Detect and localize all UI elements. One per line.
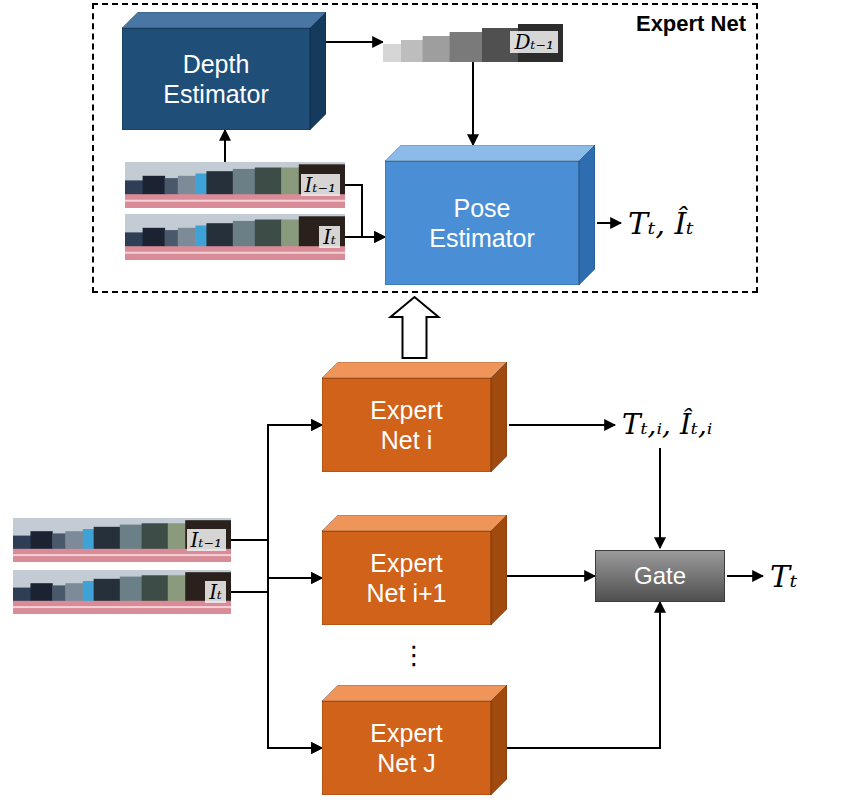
input-frame: Iₜ (13, 570, 231, 614)
connector (326, 41, 383, 43)
gate-box: Gate (595, 550, 725, 602)
connector (231, 540, 322, 578)
box-label: Depth Estimator (136, 49, 296, 109)
box-label: Expert Net J (351, 718, 463, 778)
frame-label-wrap: Dₜ₋₁ (510, 22, 558, 62)
input-frame: Iₜ₋₁ (13, 518, 231, 562)
connector (231, 592, 322, 748)
input-frame: Iₜ (125, 214, 345, 260)
label-wrap: ⋮ (401, 641, 427, 670)
frame-label-wrap: Iₜ (319, 214, 340, 260)
expert-box: Expert Net i+1 (322, 515, 507, 625)
output-arrow (597, 222, 621, 224)
box-label: Expert Net i+1 (351, 548, 463, 608)
expert-net-container: Expert NetDepth Estimator Dₜ₋₁ Iₜ₋₁ Iₜ Pose … (92, 3, 758, 293)
box-label: Expert Net i (351, 395, 463, 455)
container-title: Expert Net (636, 11, 746, 37)
pose-estimator-box: Pose Estimator (385, 145, 595, 285)
box-face: Expert Net i (322, 378, 491, 472)
frame-label: Iₜ₋₁ (301, 174, 340, 196)
expert-box: Expert Net J (322, 685, 507, 795)
frame-label-wrap: Iₜ (205, 570, 226, 614)
frame-label: Iₜ (205, 581, 226, 603)
output-label: Tₜ, Îₜ (628, 207, 694, 240)
connector (231, 425, 322, 592)
gate-label: Gate (634, 562, 686, 590)
box-face: Pose Estimator (385, 161, 579, 285)
depth-map-image: Dₜ₋₁ (383, 22, 563, 62)
final-output-label: Tₜ (770, 560, 797, 593)
label-wrap: Tₜ,ᵢ, Îₜ,ᵢ (622, 410, 712, 441)
output-arrow (727, 575, 763, 577)
frame-label-wrap: Iₜ₋₁ (187, 518, 226, 562)
expand-arrow (391, 297, 439, 358)
connector (231, 540, 322, 748)
ellipsis: ⋮ (401, 641, 427, 670)
box-face: Expert Net J (322, 701, 491, 795)
label-wrap: Tₜ (770, 560, 797, 593)
frame-label: Iₜ₋₁ (187, 529, 226, 551)
connector (345, 185, 385, 237)
box-face: Expert Net i+1 (322, 531, 491, 625)
expert-box: Expert Net i (322, 362, 507, 472)
box-face: Depth Estimator (122, 28, 310, 130)
label-wrap: Tₜ, Îₜ (628, 207, 694, 240)
connector (507, 575, 595, 577)
connector (231, 425, 322, 540)
frame-picture (125, 214, 345, 260)
input-frame: Iₜ₋₁ (125, 162, 345, 208)
connector (224, 130, 226, 162)
depth-estimator-box: Depth Estimator (122, 12, 326, 130)
box-label: Pose Estimator (402, 193, 562, 253)
connector (231, 578, 322, 592)
frame-picture (13, 570, 231, 614)
connector (345, 236, 385, 238)
expert-output-label: Tₜ,ᵢ, Îₜ,ᵢ (622, 410, 712, 441)
output-arrow (659, 448, 661, 548)
frame-label: Iₜ (319, 226, 340, 248)
frame-label: Dₜ₋₁ (510, 31, 558, 53)
title-wrap: Expert Net (636, 11, 746, 37)
output-arrow (509, 424, 615, 426)
frame-label-wrap: Iₜ₋₁ (301, 162, 340, 208)
connector (507, 602, 660, 748)
connector (472, 62, 474, 145)
